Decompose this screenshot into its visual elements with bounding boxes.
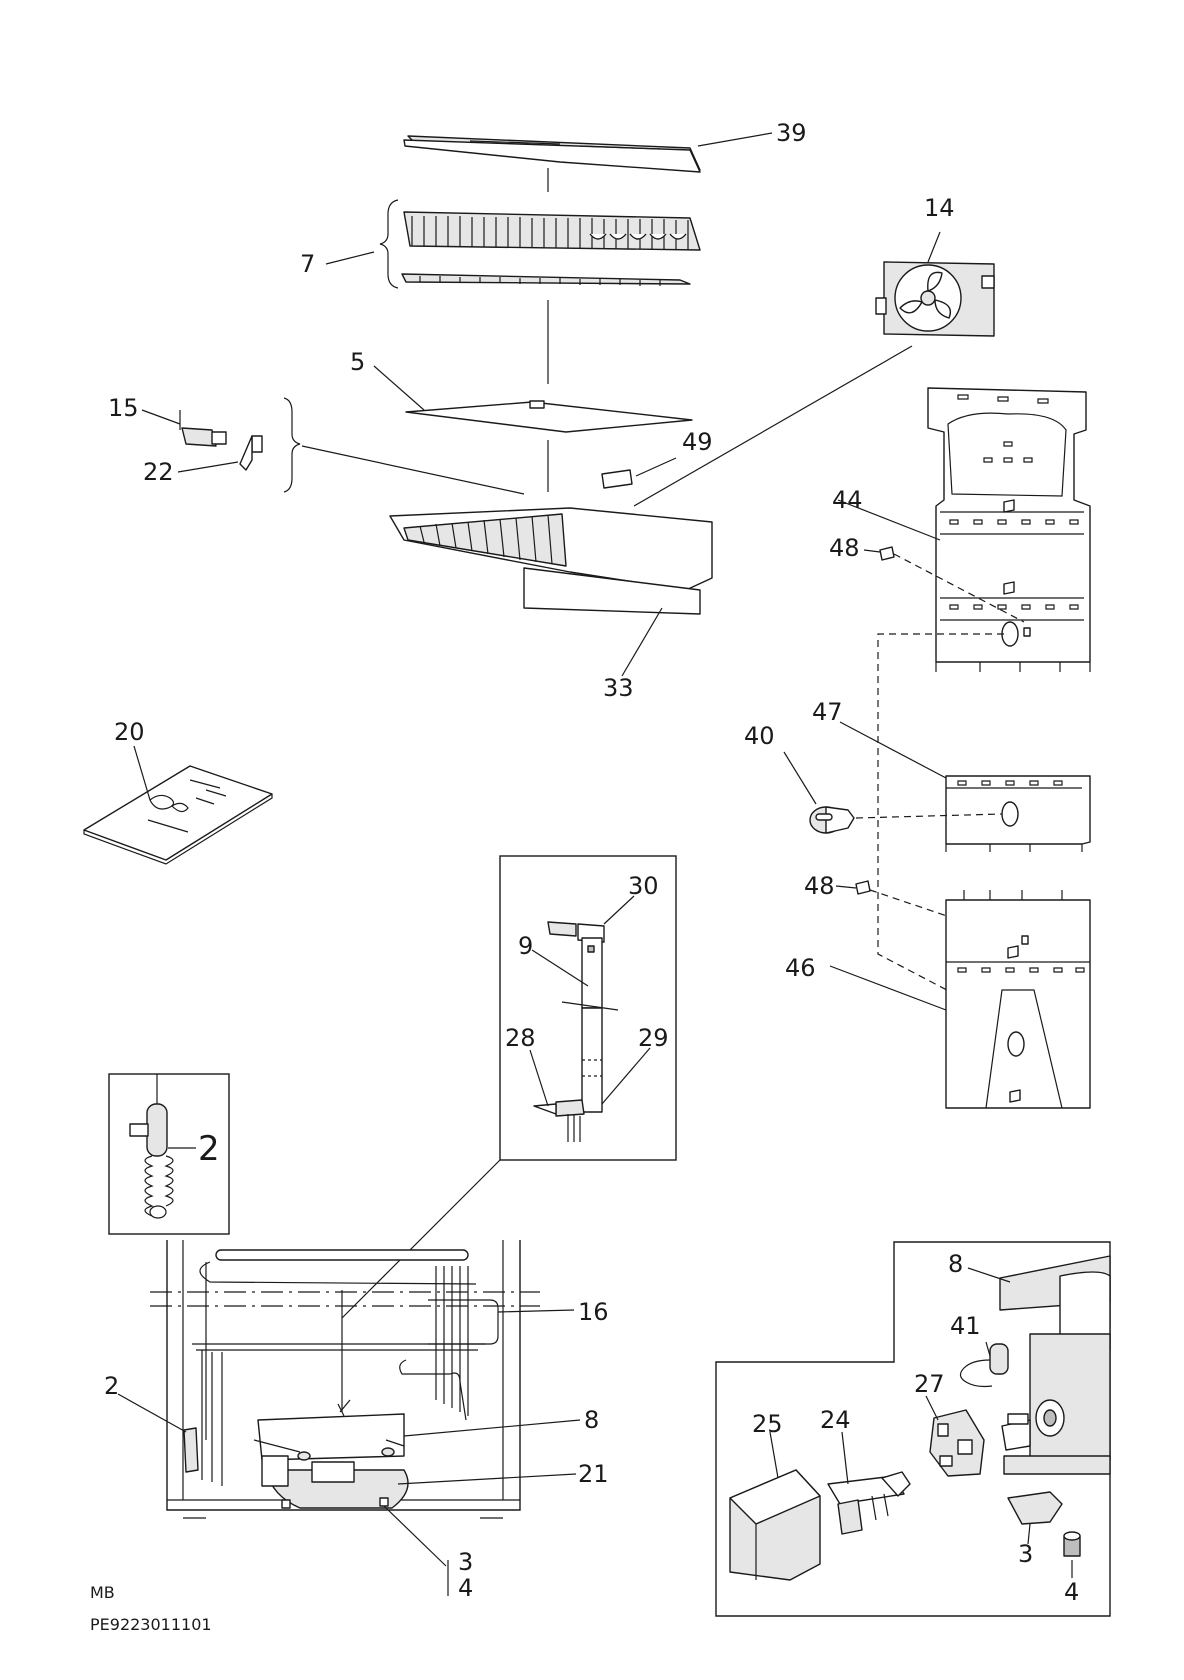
detail-box-thermostat-bulb: [108, 1073, 230, 1235]
part-44-rear-panel: [837, 387, 1091, 672]
callout-3: 3: [458, 1548, 473, 1576]
callout-21: 21: [578, 1460, 609, 1488]
callout-8: 8: [584, 1406, 599, 1434]
part-5-plate: [373, 365, 693, 492]
callout-9: 9: [518, 932, 533, 960]
part-22-clip: [177, 435, 263, 473]
part-15-sensor: [141, 409, 227, 447]
part-3-compressor-bracket: [1007, 1491, 1063, 1545]
part-33-tray: [389, 507, 713, 677]
callout-33: 33: [603, 674, 634, 702]
callout-46: 46: [785, 954, 816, 982]
part-7-evaporator: [325, 199, 701, 384]
part-46-rear-panel-lower: [829, 890, 1091, 1109]
callout-48-lower: 48: [804, 872, 835, 900]
callout-25: 25: [752, 1410, 783, 1438]
callout-16: 16: [578, 1298, 609, 1326]
part-49-label: [601, 457, 677, 489]
callout-3-compressor: 3: [1018, 1540, 1033, 1568]
footer-code: PE9223011101: [90, 1615, 212, 1634]
callout-14: 14: [924, 194, 955, 222]
detail-box-drain: [499, 855, 677, 1161]
part-27-relay: [925, 1395, 985, 1477]
callout-2-detail: 2: [198, 1129, 220, 1169]
connector-dashed: [877, 633, 1009, 1023]
part-4-grommet: [1063, 1531, 1081, 1578]
callout-44: 44: [832, 486, 863, 514]
part-39-top-cover: [403, 132, 773, 192]
detail-box-compressor: [715, 1241, 1111, 1617]
callout-4: 4: [458, 1574, 473, 1602]
part-8-compressor: [967, 1255, 1111, 1475]
callout-8-compressor: 8: [948, 1250, 963, 1278]
callout-30: 30: [628, 872, 659, 900]
callout-47: 47: [812, 698, 843, 726]
callout-28: 28: [505, 1024, 536, 1052]
callout-29: 29: [638, 1024, 669, 1052]
callout-40: 40: [744, 722, 775, 750]
callout-5: 5: [350, 348, 365, 376]
callout-48-upper: 48: [829, 534, 860, 562]
callout-22: 22: [143, 458, 174, 486]
callout-49: 49: [682, 428, 713, 456]
part-24-bracket: [827, 1431, 911, 1535]
callout-24: 24: [820, 1406, 851, 1434]
part-2-detail-bulb: [129, 1074, 196, 1219]
part-41-capacitor: [959, 1341, 1009, 1388]
callout-27: 27: [914, 1370, 945, 1398]
part-25-cover: [729, 1431, 821, 1581]
callout-2: 2: [104, 1372, 119, 1400]
cabinet-rear-assembly: [150, 1240, 540, 1519]
callout-15: 15: [108, 394, 139, 422]
part-48-clip-upper: [863, 546, 1025, 623]
part-40-lamp-socket: [783, 751, 1003, 834]
brace-15-22: [283, 397, 301, 493]
part-14-fan: [633, 231, 995, 507]
callout-41: 41: [950, 1312, 981, 1340]
callout-4-compressor: 4: [1064, 1578, 1079, 1606]
part-47-panel: [839, 721, 1091, 852]
part-20-manual: [83, 745, 273, 865]
footer-model: MB: [90, 1583, 115, 1602]
callout-7: 7: [300, 250, 315, 278]
callout-39: 39: [776, 119, 807, 147]
part-9-drain-tube: [531, 921, 619, 1142]
callout-20: 20: [114, 718, 145, 746]
